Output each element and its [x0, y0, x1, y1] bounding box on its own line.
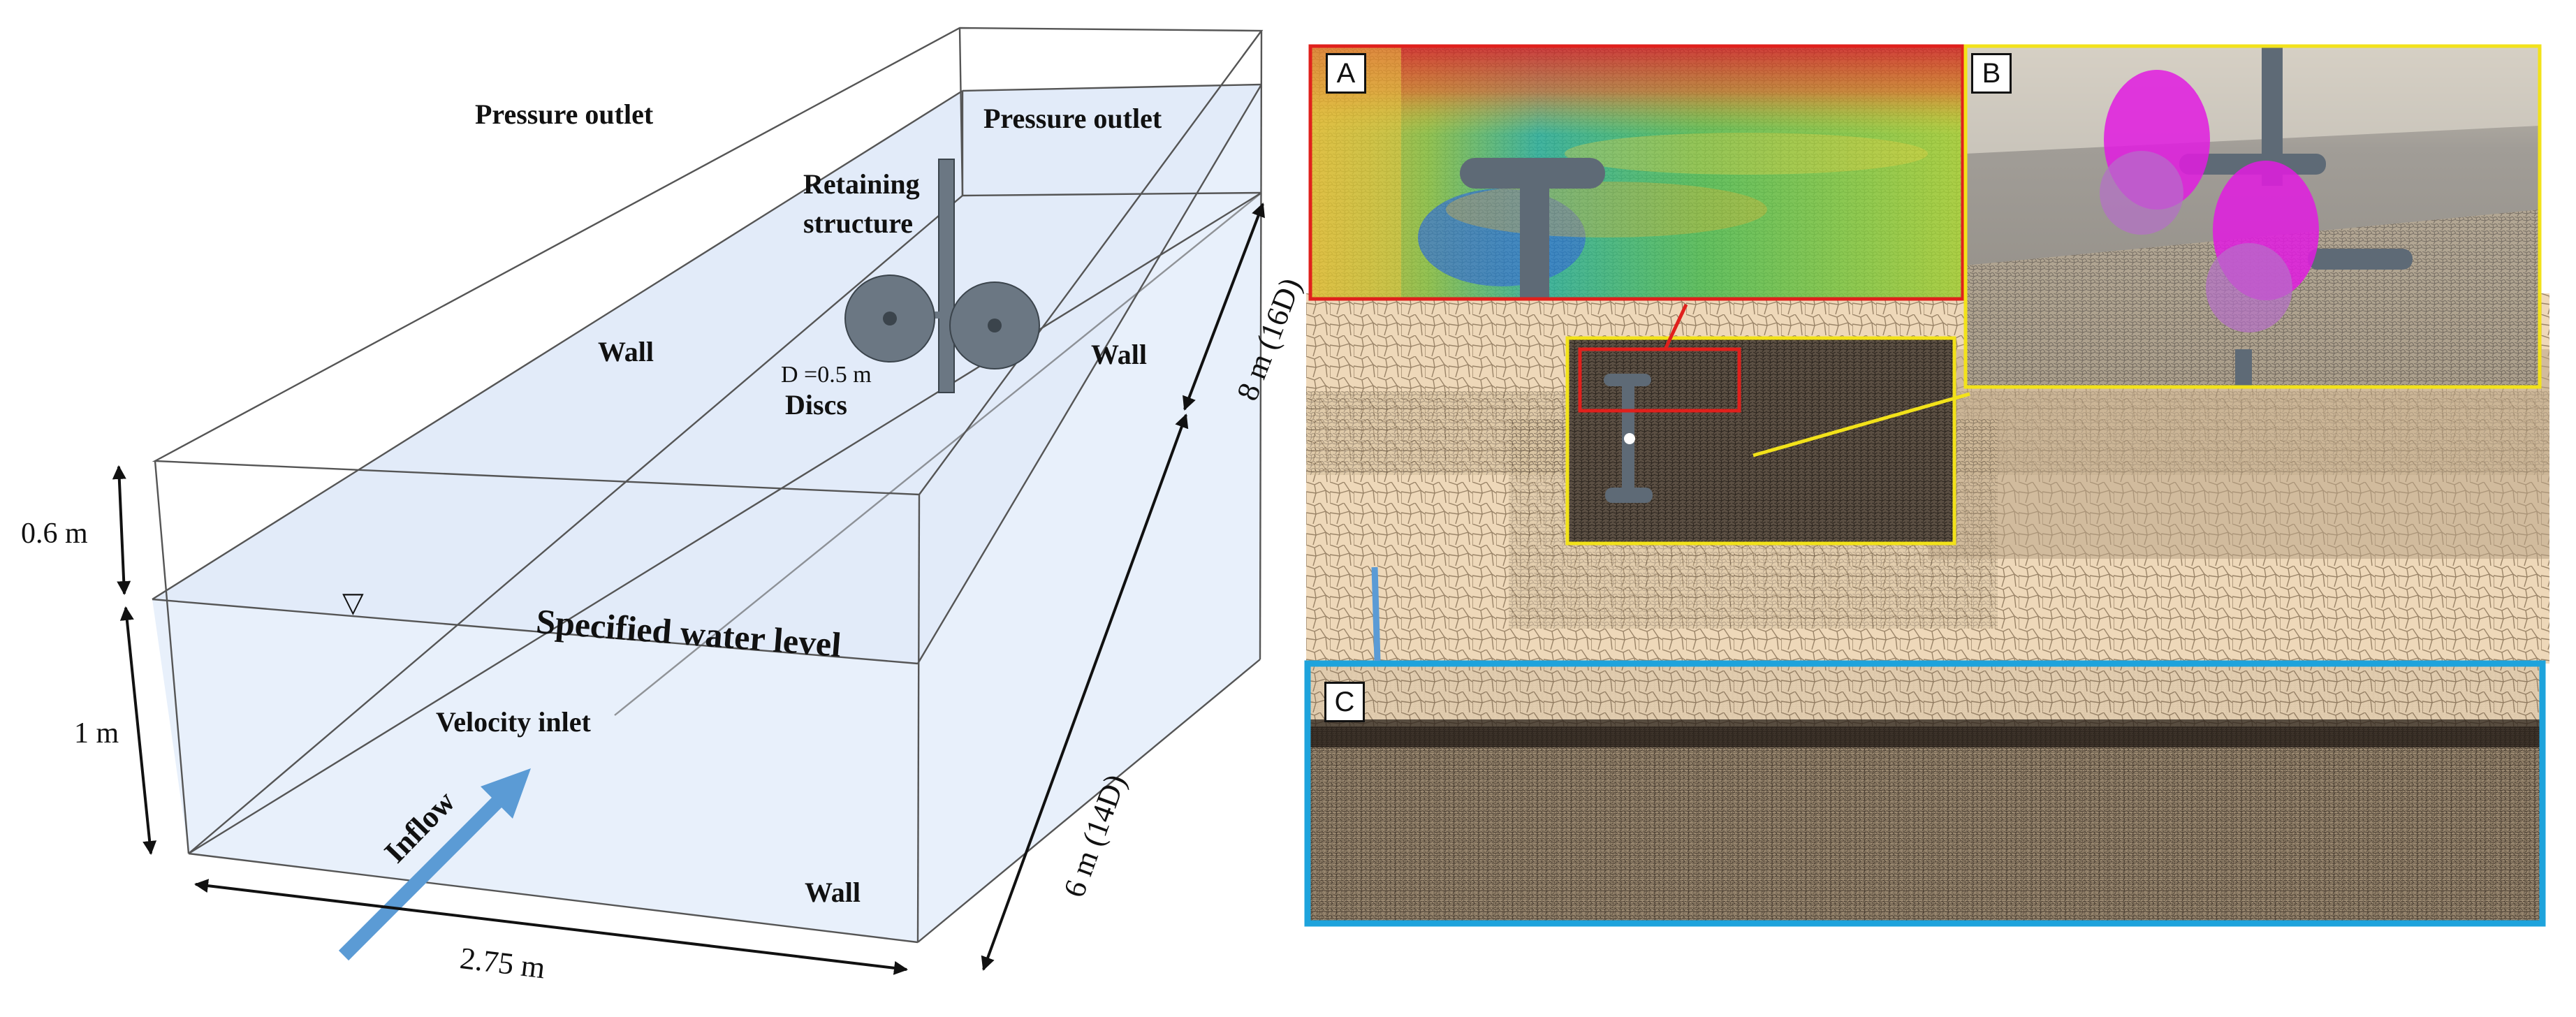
wall-right-label: Wall: [1091, 339, 1148, 370]
disc-left: [844, 275, 935, 363]
panel-a: [1308, 44, 1965, 301]
panel-a-tag: A: [1326, 53, 1366, 94]
air-height-label: 0.6 m: [21, 518, 88, 550]
velocity-inlet-label: Velocity inlet: [436, 706, 591, 738]
flume-diagram: ▽: [112, 27, 1265, 975]
panel-c-tag: C: [1324, 682, 1365, 722]
water-level-symbol: ▽: [342, 587, 364, 619]
pressure-outlet-top-label: Pressure outlet: [475, 98, 654, 130]
yellow-inset: [1565, 336, 1956, 546]
air-height-dimension: [112, 465, 131, 595]
mesh-views: [1304, 44, 2549, 927]
panel-b-tag: B: [1971, 53, 2012, 94]
width-dimension: [194, 879, 908, 975]
disc-right: [949, 281, 1040, 370]
upstream-length-dimension: [981, 414, 1189, 971]
water-depth-dimension: [119, 606, 157, 855]
retaining-structure-label-line2: structure: [803, 207, 913, 239]
discs-label: Discs: [785, 389, 847, 420]
domain-edges: [152, 27, 1264, 944]
panel-c: [1304, 660, 2546, 927]
disc-diameter-label: D =0.5 m: [781, 362, 872, 388]
wall-left-label: Wall: [598, 336, 654, 367]
wall-bottom-label: Wall: [805, 877, 861, 908]
panel-b: [1963, 44, 2542, 389]
downstream-length-dimension: [1183, 203, 1265, 411]
retaining-structure-label-line1: Retaining: [803, 168, 920, 200]
pressure-outlet-end-label: Pressure outlet: [983, 103, 1162, 134]
section-marker: [1371, 566, 1381, 661]
water-depth-label: 1 m: [74, 717, 119, 749]
